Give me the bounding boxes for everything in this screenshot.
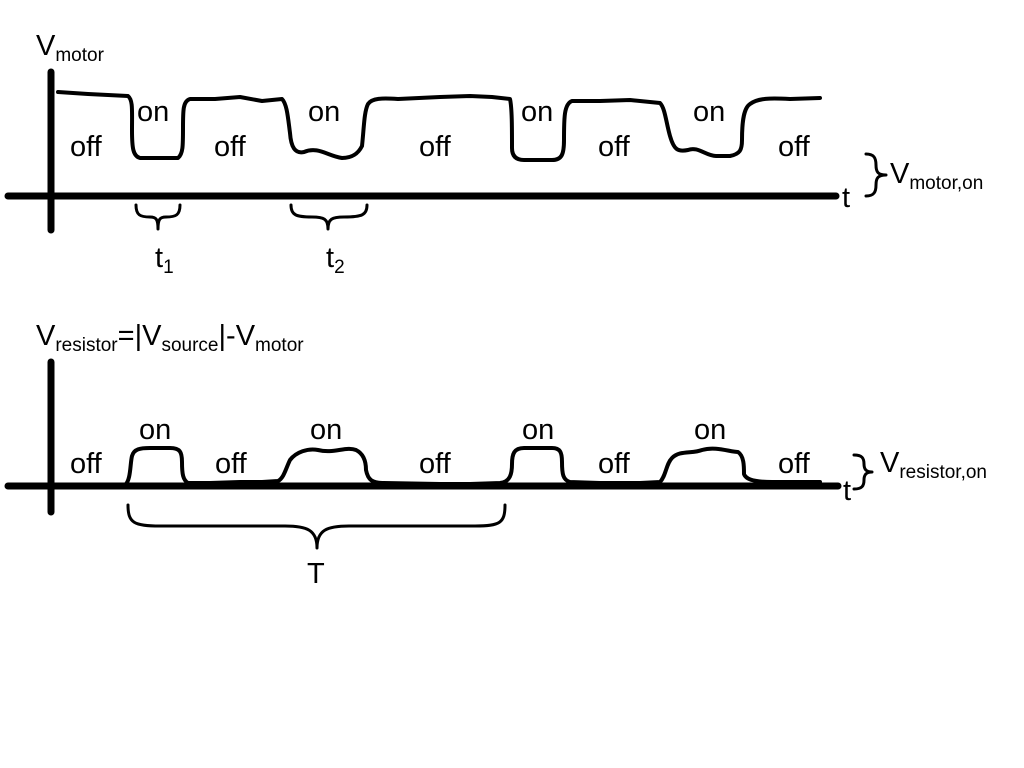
t2-interval-brace [289,203,369,231]
top-segment-label: off [778,131,810,163]
bottom-segment-label: off [215,448,247,480]
bottom-segment-label: on [139,414,172,446]
t1-interval-brace [134,203,182,231]
period-label: T [307,558,325,590]
t1-interval-label: t1 [155,242,174,279]
period-brace [126,503,507,550]
motor-on-level-brace [864,152,888,198]
bottom-segment-label: off [419,448,451,480]
top-segment-label: off [214,131,246,163]
top-segment-label: on [308,96,341,128]
resistor-voltage-axis-label: Vresistor=|Vsource|-Vmotor [36,320,304,357]
t2-interval-label: t2 [326,242,345,279]
resistor-on-level-brace [852,453,874,491]
bottom-segment-label: off [598,448,630,480]
top-segment-label: on [137,96,170,128]
top-segment-label: on [521,96,554,128]
top-plot [4,68,888,234]
bottom-time-axis-label: t [843,475,852,507]
bottom-segment-label: off [70,448,102,480]
motor-voltage-waveform [56,90,822,162]
bottom-segment-label: on [310,414,343,446]
bottom-segment-label: on [694,414,727,446]
top-time-axis-label: t [842,182,851,214]
bottom-plot [4,358,874,550]
motor-on-level-label: Vmotor,on [890,158,984,195]
bottom-segment-label: on [522,414,555,446]
resistor-on-level-label: Vresistor,on [880,447,987,484]
top-segment-label: off [598,131,630,163]
resistor-voltage-waveform [123,446,822,487]
motor-voltage-axis-label: Vmotor [36,30,104,67]
top-segment-label: off [419,131,451,163]
top-segment-label: on [693,96,726,128]
top-segment-label: off [70,131,102,163]
bottom-segment-label: off [778,448,810,480]
